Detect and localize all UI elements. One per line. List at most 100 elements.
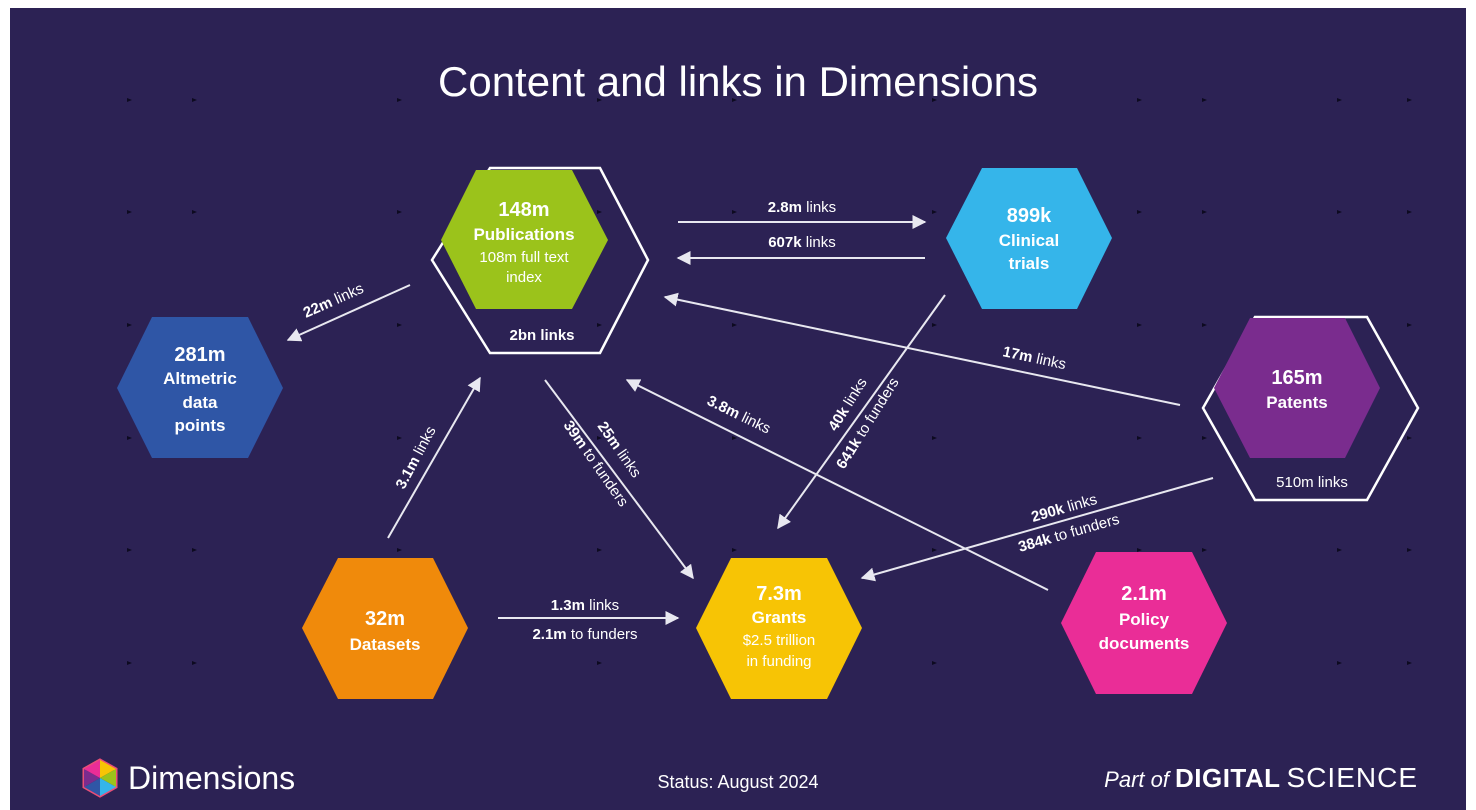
grants-value: 7.3m bbox=[756, 583, 802, 605]
decorative-dot bbox=[127, 548, 132, 552]
altmetric-label-3: points bbox=[175, 416, 226, 435]
decorative-dot bbox=[1202, 98, 1207, 102]
link-label-policy-to-pub: 3.8m links bbox=[704, 392, 773, 437]
decorative-dot bbox=[397, 548, 402, 552]
decorative-dot bbox=[1137, 436, 1142, 440]
page-title: Content and links in Dimensions bbox=[438, 58, 1038, 105]
decorative-dot bbox=[192, 98, 197, 102]
arrow-patents-to-pub bbox=[663, 292, 1181, 406]
decorative-dot bbox=[732, 436, 737, 440]
patents-value: 165m bbox=[1271, 367, 1322, 389]
decorative-dot bbox=[932, 98, 937, 102]
dimensions-logo: Dimensions bbox=[80, 758, 295, 798]
decorative-dot bbox=[127, 436, 132, 440]
patents-ring bbox=[1201, 315, 1420, 502]
link-label-pub-to-altmetric: 22m links bbox=[301, 280, 367, 322]
decorative-dot bbox=[597, 548, 602, 552]
decorative-dot bbox=[397, 436, 402, 440]
grants-label: Grants bbox=[752, 608, 807, 627]
datasets-hexagon bbox=[302, 558, 468, 699]
decorative-dot bbox=[732, 98, 737, 102]
decorative-dot bbox=[1337, 548, 1342, 552]
status-text: Status: August 2024 bbox=[657, 772, 819, 792]
patents-hexagon bbox=[1214, 318, 1380, 458]
decorative-dot bbox=[1202, 210, 1207, 214]
decorative-dot bbox=[732, 548, 737, 552]
policy-label-1: Policy bbox=[1119, 610, 1170, 629]
decorative-dot bbox=[1202, 323, 1207, 327]
grants-sub-2: in funding bbox=[746, 653, 811, 670]
datasets-label: Datasets bbox=[350, 635, 421, 654]
decorative-dot bbox=[192, 661, 197, 665]
publications-value: 148m bbox=[498, 199, 549, 221]
decorative-dot bbox=[732, 323, 737, 327]
link-label-pub-to-trials: 2.8m links bbox=[768, 199, 836, 216]
decorative-dot bbox=[192, 548, 197, 552]
decorative-dot bbox=[932, 661, 937, 665]
patents-ring-links: 510m links bbox=[1276, 474, 1348, 491]
arrow-pub-to-grants bbox=[544, 379, 694, 580]
link-label-datasets-to-grants-2: 2.1m to funders bbox=[532, 626, 637, 643]
publications-ring-links: 2bn links bbox=[509, 327, 574, 344]
decorative-dot bbox=[1202, 548, 1207, 552]
arrow-datasets-to-pub bbox=[387, 376, 481, 539]
dimensions-logo-text: Dimensions bbox=[128, 759, 296, 796]
decorative-dot bbox=[397, 98, 402, 102]
link-label-trials-to-pub: 607k links bbox=[768, 234, 836, 251]
policy-value: 2.1m bbox=[1121, 583, 1167, 605]
decorative-dot bbox=[1137, 98, 1142, 102]
publications-sub-2: index bbox=[506, 269, 542, 286]
dimensions-logo-icon bbox=[82, 758, 118, 798]
arrow-patents-to-grants bbox=[860, 477, 1214, 582]
decorative-dot bbox=[1137, 548, 1142, 552]
arrow-trials-to-grants bbox=[777, 294, 946, 530]
brand-digital: DIGITAL bbox=[1174, 763, 1281, 793]
publications-hexagon bbox=[441, 170, 608, 309]
clinical-trials-value: 899k bbox=[1007, 205, 1052, 227]
decorative-dot bbox=[1407, 210, 1412, 214]
link-label-patents-to-pub: 17m links bbox=[1001, 343, 1067, 373]
decorative-dot bbox=[1407, 548, 1412, 552]
clinical-trials-label-2: trials bbox=[1009, 254, 1050, 273]
datasets-value: 32m bbox=[365, 608, 405, 630]
altmetric-label-1: Altmetric bbox=[163, 369, 237, 388]
altmetric-hexagon bbox=[117, 317, 283, 458]
brand-science: SCIENCE bbox=[1286, 762, 1418, 793]
altmetric-label-2: data bbox=[183, 393, 219, 412]
decorative-dot bbox=[597, 210, 602, 214]
decorative-dot bbox=[127, 323, 132, 327]
policy-hexagon bbox=[1061, 552, 1227, 694]
clinical-trials-label-1: Clinical bbox=[999, 231, 1059, 250]
decorative-dot bbox=[1337, 98, 1342, 102]
decorative-dot bbox=[127, 98, 132, 102]
decorative-dot bbox=[1337, 210, 1342, 214]
decorative-dot bbox=[1407, 661, 1412, 665]
grants-sub-1: $2.5 trillion bbox=[743, 632, 816, 649]
brand-part-of: Part of bbox=[1104, 767, 1169, 792]
decorative-dot bbox=[1202, 436, 1207, 440]
altmetric-value: 281m bbox=[174, 344, 225, 366]
decorative-dot bbox=[932, 323, 937, 327]
digital-science-brand: Part of DIGITAL SCIENCE bbox=[1104, 762, 1418, 794]
decorative-dot bbox=[597, 436, 602, 440]
decorative-dot bbox=[397, 323, 402, 327]
decorative-dot bbox=[127, 210, 132, 214]
publications-ring bbox=[430, 166, 650, 355]
patents-label: Patents bbox=[1266, 393, 1327, 412]
decorative-dot bbox=[397, 210, 402, 214]
decorative-dot bbox=[1137, 323, 1142, 327]
decorative-dot bbox=[192, 210, 197, 214]
decorative-dot bbox=[932, 210, 937, 214]
publications-label: Publications bbox=[473, 225, 574, 244]
decorative-dot bbox=[597, 323, 602, 327]
decorative-dot bbox=[932, 436, 937, 440]
link-label-datasets-to-pub: 3.1m links bbox=[393, 424, 440, 492]
decorative-dot bbox=[597, 661, 602, 665]
decorative-dot bbox=[932, 548, 937, 552]
decorative-dot bbox=[1337, 661, 1342, 665]
publications-sub-1: 108m full text bbox=[479, 249, 569, 266]
arrow-pub-to-altmetric bbox=[286, 284, 411, 342]
decorative-dot bbox=[1407, 323, 1412, 327]
decorative-dot bbox=[1407, 436, 1412, 440]
